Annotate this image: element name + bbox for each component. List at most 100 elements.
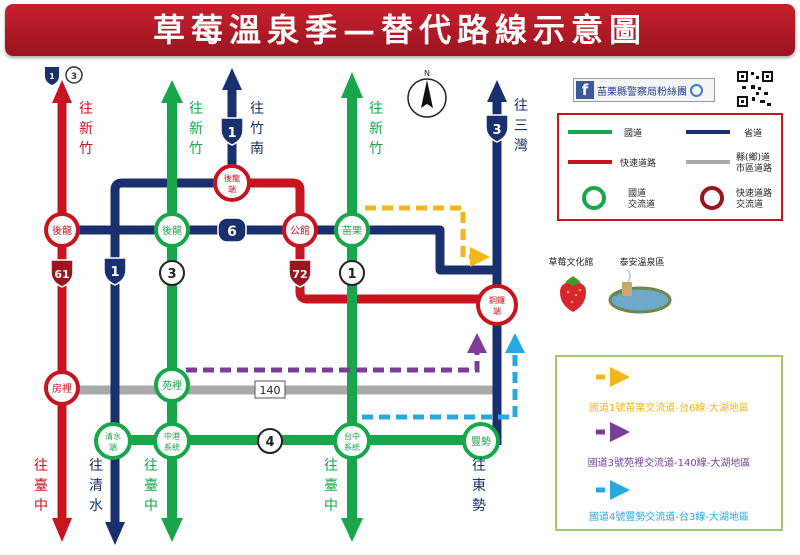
destination-dongshi: 東 [472, 478, 486, 494]
badge-nat-1-label: 1 [49, 72, 55, 81]
north-compass-icon: N [407, 69, 447, 118]
arrow-hsinchu-61 [52, 80, 72, 103]
destination-taichung-61: 臺 [34, 478, 48, 494]
destination-dongshi: 往 [472, 458, 486, 474]
arrow-sanwan [487, 80, 507, 102]
arrow-taichung-3 [161, 518, 183, 542]
facebook-icon: f [576, 81, 594, 99]
shield-r1-south-label: 1 [110, 265, 119, 280]
svg-text:N: N [424, 69, 430, 78]
interchange-label-fengshi: 豐勢 [471, 435, 491, 448]
interchange-zhonggang [153, 422, 191, 460]
interchange-label-zhonggang: 系統 [164, 442, 180, 452]
destination-sanwan: 三 [514, 118, 528, 134]
shield-r140: 140 [254, 380, 286, 399]
legend-label-national: 國道 [624, 127, 642, 139]
destination-hsinchu-61: 往 [79, 101, 93, 117]
arrow-qingshui [105, 522, 125, 545]
destination-hsinchu-1: 竹 [369, 141, 383, 157]
interchange-miaoli [334, 212, 370, 248]
interchange-houlong-end [213, 164, 251, 202]
interchange-label-fangli: 房裡 [52, 382, 72, 395]
interchange-label-tongluo-end: 銅鑼 [489, 295, 505, 305]
arrow-hsinchu-3 [161, 80, 183, 103]
interchange-houlong-61 [44, 212, 80, 248]
badge-nat-3-label: 3 [71, 72, 77, 82]
destination-taichung-3: 中 [144, 498, 158, 514]
legend-label-expressway-ic: 快速道路 [736, 187, 772, 199]
alternates-box [555, 355, 783, 531]
legend-swatch-red-circle [700, 186, 724, 210]
legend-label-expressway-ic: 交流道 [736, 198, 763, 210]
arrow-taichung-1 [341, 518, 363, 542]
shield-r1-south: 1 [103, 257, 127, 286]
shield-r1-national: 1 [339, 260, 365, 286]
destination-taichung-3: 臺 [144, 478, 158, 494]
interchange-label-houlong-61: 後龍 [52, 224, 72, 237]
badge-nat-3: 3 [65, 66, 83, 84]
legend-label-county: 縣(鄉)道 [736, 151, 770, 163]
legend-label-highway-ic: 交流道 [628, 198, 655, 210]
destination-taichung-1: 往 [324, 458, 338, 474]
destination-hsinchu-3: 往 [189, 101, 203, 117]
alternate-route-label-2: 國道3號苑裡交流道-140線-大湖地區 [588, 456, 751, 469]
destination-taichung-1: 中 [324, 498, 338, 514]
destination-hsinchu-61: 新 [79, 121, 93, 137]
shield-r61: 61 [50, 259, 74, 288]
interchange-label-tongluo-end: 端 [493, 306, 501, 316]
alternate-route-label-3: 國道4號豐勢交流道-台3線-大湖地區 [589, 510, 749, 523]
title-banner: 草莓溫泉季—替代路線示意圖 [5, 4, 795, 56]
shield-r4-label: 4 [265, 435, 274, 450]
destination-taichung-61: 往 [34, 458, 48, 474]
search-icon [690, 83, 703, 97]
destination-hsinchu-1: 往 [369, 101, 383, 117]
interchange-label-qingshui-end: 端 [109, 442, 117, 452]
arrow-taichung-61 [52, 518, 72, 542]
alternate-route-label-1: 國道1號苗栗交流道-台6線-大湖地區 [589, 401, 749, 414]
interchange-label-taichung-sys: 系統 [344, 442, 360, 452]
poi-label-strawberry: 草莓文化館 [548, 256, 593, 268]
arrow-hsinchu-1 [341, 72, 363, 98]
shield-r61-label: 61 [54, 268, 69, 281]
shield-r3-sanwan: 3 [485, 114, 509, 143]
legend-label-highway-ic: 國道 [628, 187, 646, 199]
interchange-label-zhonggang: 中港 [164, 431, 180, 441]
interchange-fangli [44, 370, 80, 406]
facebook-link[interactable]: f 苗栗縣警察局粉絲團 [573, 78, 715, 102]
destination-qingshui: 清 [89, 478, 103, 494]
facebook-label: 苗栗縣警察局粉絲團 [597, 86, 687, 98]
shield-r1-national-label: 1 [347, 267, 356, 282]
interchange-label-qingshui-end: 清水 [105, 431, 121, 441]
alt-route-cyan [362, 333, 525, 420]
destination-hsinchu-61: 竹 [79, 141, 93, 157]
destination-sanwan: 灣 [514, 138, 528, 154]
alt-route-yellow [365, 205, 490, 267]
interchange-label-taichung-sys: 台中 [344, 431, 360, 441]
map-labels: 往新竹往新竹往竹南往新竹往三灣往臺中往清水往臺中往臺中往東勢後龍後龍公館苗栗後龍… [34, 98, 772, 523]
destination-taichung-1: 臺 [324, 478, 338, 494]
legend-label-county: 市區道路 [736, 162, 772, 174]
destination-sanwan: 往 [514, 98, 528, 114]
shield-r4: 4 [257, 428, 283, 454]
page-title: 草莓溫泉季—替代路線示意圖 [152, 11, 647, 49]
poi-label-hotspring: 泰安溫泉區 [619, 256, 664, 268]
interchange-label-houlong-3: 後龍 [162, 224, 182, 237]
destination-hsinchu-3: 竹 [189, 141, 203, 157]
interchange-label-houlong-end: 端 [228, 184, 236, 194]
shield-r140-label: 140 [260, 384, 281, 397]
shield-r3-national-label: 3 [167, 267, 176, 282]
shield-r1-north: 1 [220, 117, 244, 146]
destination-qingshui: 水 [89, 498, 103, 514]
interchange-qingshui-end [94, 422, 132, 460]
interchange-label-miaoli: 苗栗 [342, 225, 362, 237]
badge-nat-1: 1 [45, 67, 59, 85]
shield-r3-national: 3 [159, 260, 185, 286]
shield-r72: 72 [288, 259, 312, 288]
interchange-fengshi [462, 422, 500, 460]
arrow-zhunan [222, 68, 242, 90]
shield-r1-north-label: 1 [227, 126, 236, 141]
destination-hsinchu-3: 新 [189, 121, 203, 137]
strawberry-icon [560, 276, 586, 312]
